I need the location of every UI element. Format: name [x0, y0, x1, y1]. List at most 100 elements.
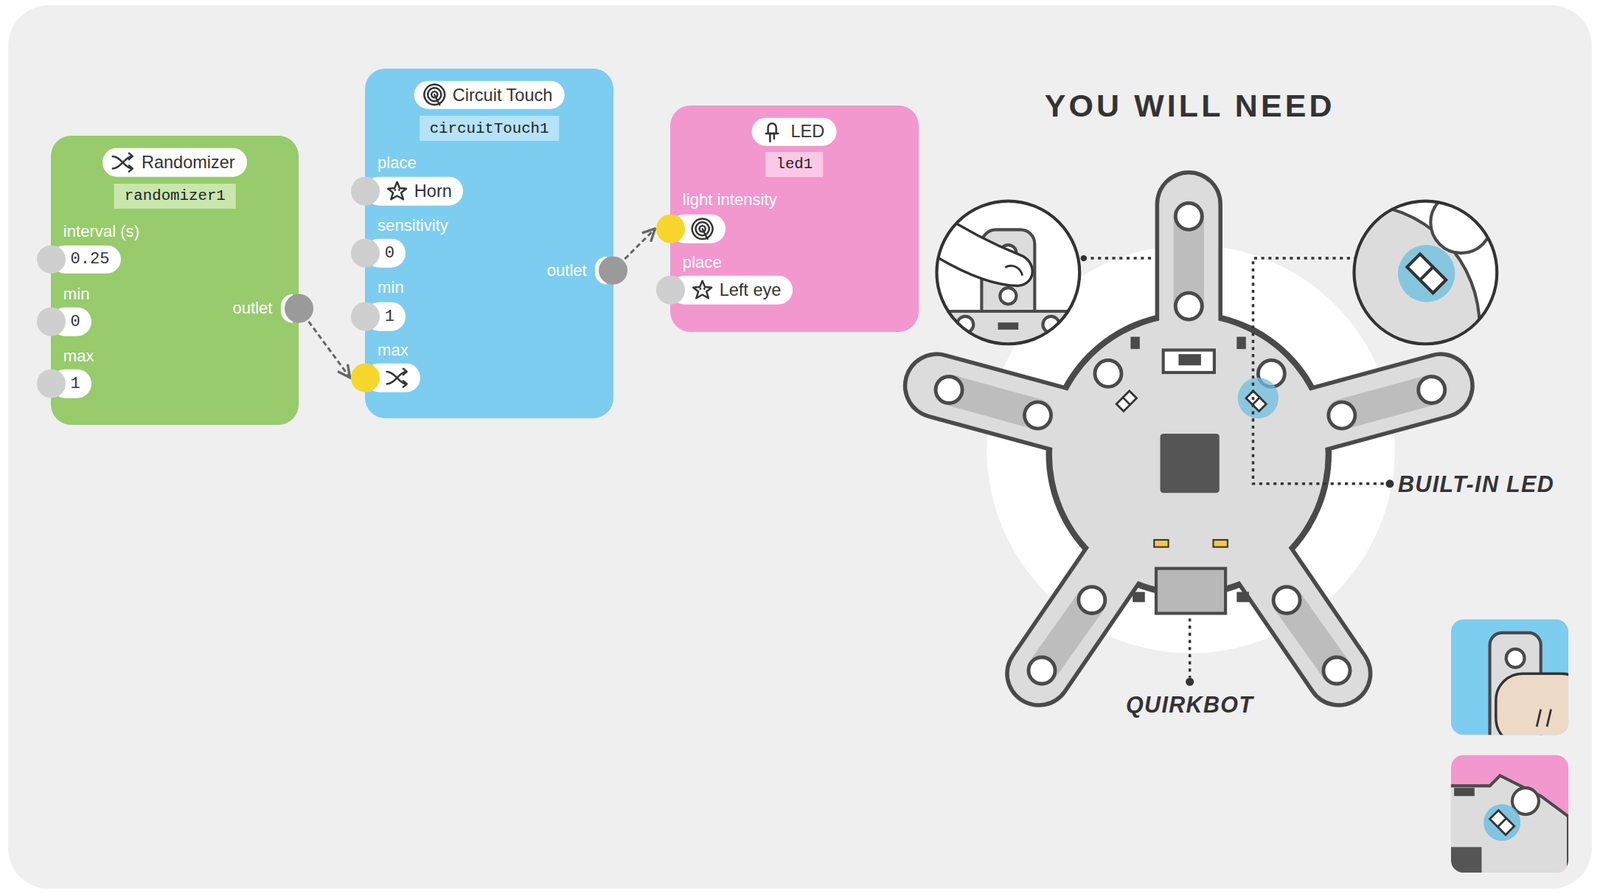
- val-row: 1: [36, 369, 92, 399]
- inlet-dot: [36, 244, 66, 274]
- zoom-led: [1420, 266, 1434, 281]
- thumb-touch: [1451, 619, 1588, 756]
- zoom-touch: [933, 201, 1082, 373]
- thumb-touch: [1490, 632, 1570, 735]
- tab: [1130, 336, 1140, 350]
- out-row: outlet: [232, 294, 313, 323]
- zoom-led: [1235, 191, 1498, 450]
- zoom-touch: [1004, 265, 1023, 276]
- thumb-touch: [1506, 648, 1525, 668]
- icon-stroke: [423, 84, 445, 106]
- zoom-touch: [999, 287, 1017, 304]
- icon-stroke: [703, 287, 705, 290]
- field-label: place: [377, 153, 417, 172]
- block-title: Circuit Touch: [452, 84, 553, 105]
- star-icon: [690, 277, 715, 302]
- icon-stroke: [393, 188, 396, 191]
- val-row: 0: [36, 307, 92, 337]
- field-value: 1: [70, 374, 80, 393]
- mount-hole: [1175, 202, 1202, 230]
- built-in-led: [1246, 390, 1266, 411]
- inlet-dot: [36, 307, 66, 337]
- chip: [1160, 433, 1220, 493]
- tab: [1236, 336, 1246, 350]
- lab-row: light intensity: [682, 190, 778, 210]
- field-label: light intensity: [682, 190, 778, 209]
- led-icon: [760, 119, 785, 144]
- leader-line: [1083, 256, 1156, 259]
- field-label: min: [63, 284, 90, 304]
- lab-row: place: [682, 252, 722, 273]
- mount-hole: [1323, 656, 1351, 684]
- lab-row: max: [63, 346, 95, 366]
- mount-hole: [1094, 359, 1122, 387]
- block-title: Randomizer: [141, 152, 236, 173]
- head-row: Randomizer: [102, 148, 248, 177]
- instance-name: led1: [766, 151, 823, 177]
- led-highlight: [1237, 377, 1279, 419]
- leader-line: [1188, 617, 1191, 677]
- thumb-led: [1454, 787, 1475, 796]
- zoom-touch: [997, 322, 1019, 330]
- thumb-led: [1490, 810, 1515, 835]
- mount-hole: [1078, 586, 1106, 614]
- out-row: outlet: [547, 255, 628, 285]
- touch-icon: [690, 216, 715, 241]
- icon-stroke: [766, 132, 779, 135]
- field-label: place: [682, 252, 722, 272]
- head-row: Circuit Touch: [413, 80, 565, 110]
- smd-part: [1212, 539, 1227, 548]
- field-label: min: [377, 277, 405, 297]
- field-label: max: [377, 340, 409, 360]
- zoom-touch: [936, 201, 1080, 345]
- icon-stroke: [769, 133, 772, 142]
- zoom-led: [1353, 201, 1497, 345]
- icon-stroke: [434, 95, 440, 106]
- lab-row: max: [377, 340, 409, 360]
- val-row: 0.25: [36, 244, 121, 274]
- board-body: [1052, 317, 1326, 591]
- thumb-touch: [1496, 673, 1569, 735]
- mount-hole: [935, 376, 963, 404]
- rand-icon: [384, 364, 410, 390]
- zoom-led: [1406, 253, 1446, 293]
- mount-hole: [1028, 656, 1056, 684]
- thumb-led: [1451, 775, 1569, 873]
- icon-stroke: [129, 153, 133, 160]
- block-box: Circuit TouchcircuitTouch1placeHornsensi…: [364, 68, 613, 419]
- panel: [8, 5, 1592, 889]
- led-part: [1122, 397, 1131, 405]
- val-row: Horn: [350, 176, 464, 205]
- field-value: 0: [384, 244, 395, 263]
- icon-stroke: [129, 165, 133, 172]
- leader-dot: [1185, 677, 1194, 686]
- switch: [1163, 350, 1215, 373]
- lab-row: min: [63, 284, 90, 304]
- value-pill: Horn: [364, 176, 464, 205]
- thumb-led: [1497, 817, 1507, 827]
- thumb-led: [1451, 846, 1483, 873]
- field-label: sensitivity: [377, 216, 449, 235]
- field-value: 1: [384, 307, 395, 326]
- led-part: [1116, 390, 1137, 411]
- inlet-dot: [36, 369, 66, 399]
- lab-row: place: [377, 153, 417, 173]
- inlet-dot: [350, 238, 380, 268]
- block-title: LED: [790, 121, 825, 142]
- block-box: LEDled1light intensityplaceLeft eye: [670, 105, 918, 332]
- icon-stroke: [387, 181, 407, 200]
- outlet-dot: [598, 255, 628, 285]
- inlet-dot: [350, 302, 380, 332]
- outlet-label: outlet: [547, 261, 587, 281]
- field-value: Horn: [414, 180, 452, 201]
- head-row: LED: [752, 117, 837, 146]
- icon-stroke: [403, 380, 408, 387]
- icon-stroke: [398, 188, 400, 191]
- zoom-led: [1406, 253, 1446, 293]
- icon-inlet: [350, 363, 421, 393]
- icon-stroke: [701, 228, 708, 239]
- switch-knob: [1178, 353, 1201, 365]
- val-row: 1: [350, 302, 406, 332]
- mount-hole: [1024, 401, 1051, 429]
